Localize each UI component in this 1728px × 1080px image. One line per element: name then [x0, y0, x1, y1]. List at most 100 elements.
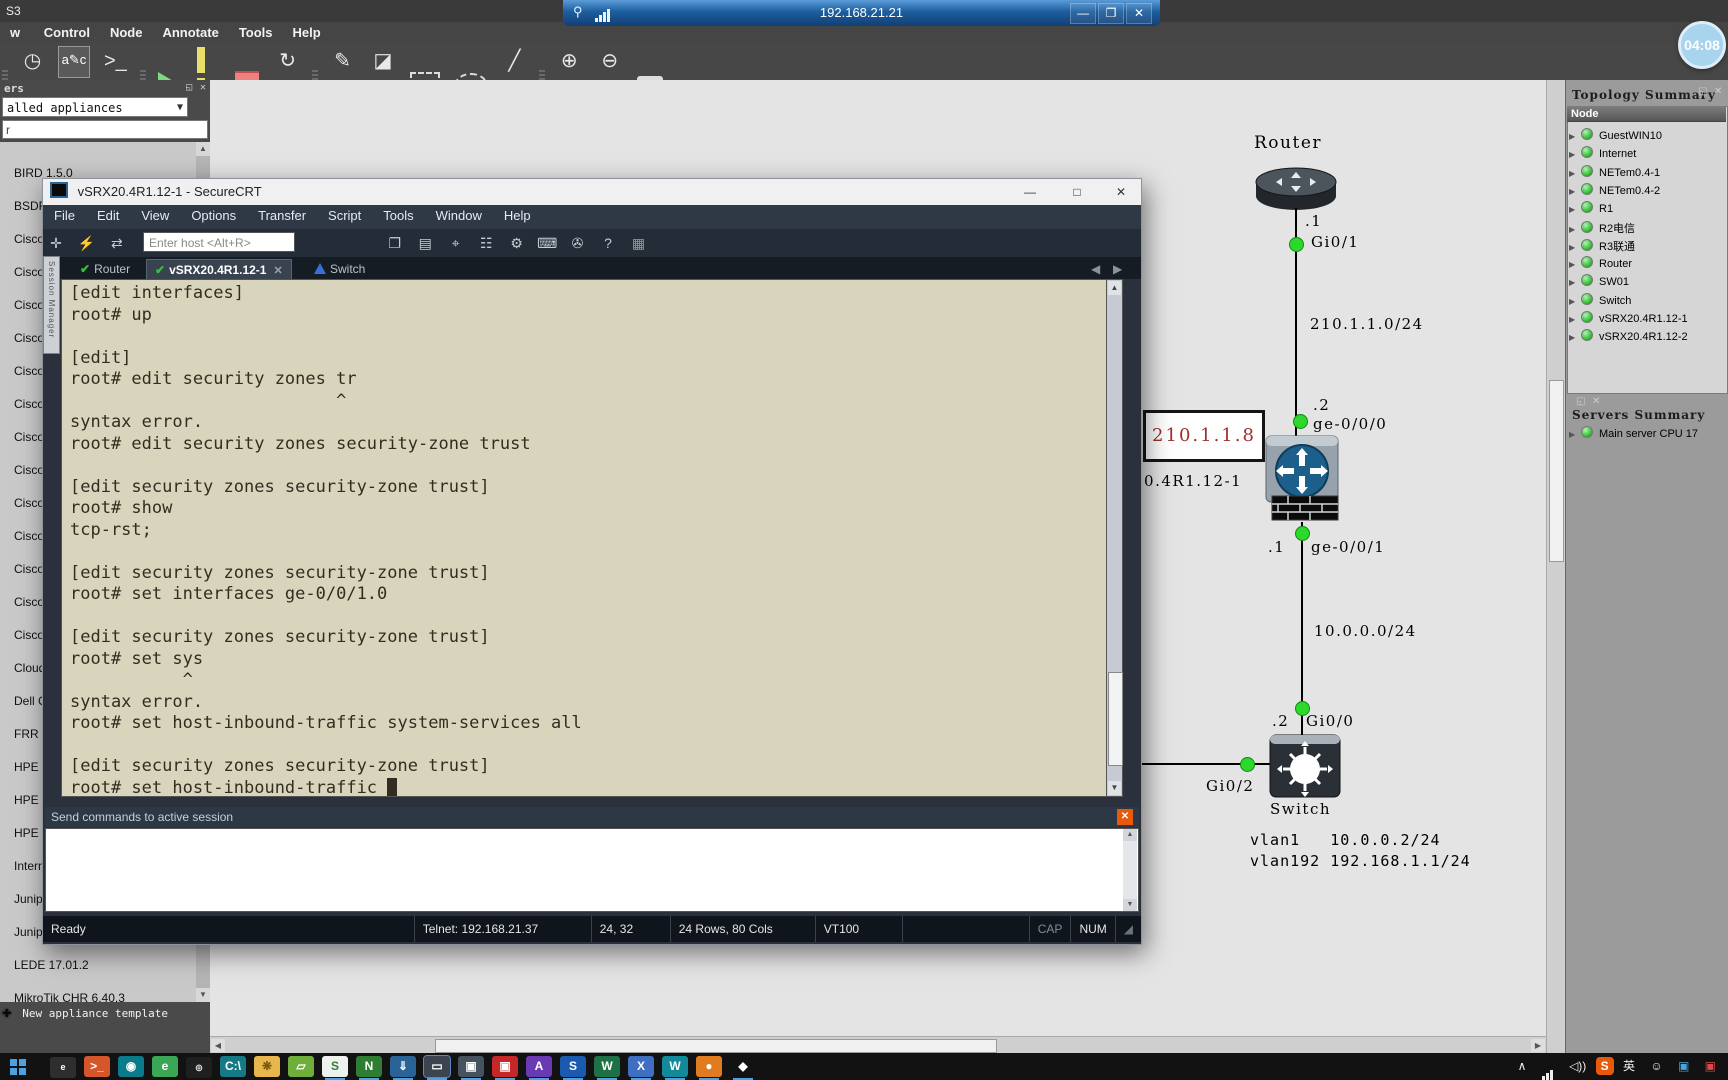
topology-node-row[interactable]: ▶NETem0.4-2 [1569, 182, 1660, 201]
taskbar-rdp-icon[interactable]: ▭ [423, 1055, 451, 1080]
firewall-node-icon[interactable] [1264, 434, 1344, 524]
list-item[interactable]: HPE V [14, 826, 51, 840]
expand-arrow-icon[interactable]: ▶ [1569, 260, 1576, 270]
list-item[interactable]: Cisco [14, 562, 45, 576]
securecrt-menu-item[interactable]: Options [191, 208, 237, 223]
resize-grip[interactable]: ◢ [1114, 916, 1141, 942]
securecrt-menu-item[interactable]: View [141, 208, 170, 223]
securecrt-window[interactable]: vSRX20.4R1.12-1 - SecureCRT — □ ✕ File Ed… [42, 178, 1142, 945]
taskbar-opensuse-icon[interactable]: S [322, 1056, 348, 1080]
node-column-header[interactable]: Node [1567, 106, 1726, 122]
canvas-horizontal-scrollbar[interactable]: ◀ ▶ [210, 1036, 1546, 1054]
list-item[interactable]: BSDR [14, 199, 48, 213]
list-item[interactable]: Dell C [14, 694, 47, 708]
close-button[interactable]: ✕ [1115, 185, 1127, 199]
taskbar-app-icon[interactable]: ❋ [254, 1056, 280, 1077]
help-icon[interactable]: ? [604, 235, 612, 251]
host-input[interactable]: Enter host <Alt+R> [143, 232, 295, 252]
link-router-firewall[interactable] [1295, 208, 1297, 436]
terminal-scrollbar[interactable]: ▲ ▼ [1106, 279, 1123, 797]
list-item[interactable]: Cisco [14, 364, 45, 378]
topology-node-row[interactable]: ▶Switch [1569, 292, 1631, 311]
list-item[interactable]: Junipe [14, 892, 50, 906]
taskbar-acrobat-icon[interactable]: A [526, 1056, 552, 1080]
label-tool-icon[interactable]: a✎c [57, 46, 90, 78]
taskbar-chrome-icon[interactable]: ◎ [186, 1057, 212, 1078]
taskbar-ubuntu-icon[interactable]: ◉ [118, 1056, 144, 1077]
topology-node-row[interactable]: ▶GuestWIN10 [1569, 128, 1662, 146]
expand-arrow-icon[interactable]: ▶ [1569, 242, 1576, 252]
scroll-down-icon[interactable]: ▼ [196, 988, 210, 1002]
list-item[interactable]: Cisco [14, 430, 45, 444]
tab-router[interactable]: ✔Router [80, 262, 131, 276]
list-item[interactable]: Cisco [14, 496, 45, 510]
scroll-left-icon[interactable]: ◀ [211, 1039, 225, 1052]
terminal[interactable]: [edit interfaces] root# up [edit] root# … [61, 279, 1123, 798]
taskbar-edge-icon[interactable]: e [152, 1056, 178, 1077]
line-tool-icon[interactable]: ╱ [508, 50, 521, 72]
sogou-input-icon[interactable]: S [1595, 1057, 1614, 1075]
tab-vsrx[interactable]: ✔vSRX20.4R1.12-1✕ [146, 259, 292, 279]
keymap-icon[interactable]: ⌨ [537, 235, 558, 251]
network-icon[interactable] [1541, 1053, 1554, 1080]
print-icon[interactable]: ☷ [479, 235, 493, 251]
pin-icon[interactable]: ⚲ [573, 4, 583, 19]
annotation-note[interactable]: 210.1.1.8 [1143, 410, 1265, 462]
list-item[interactable]: Cisco [14, 331, 45, 345]
list-item[interactable]: FRR V [14, 727, 50, 741]
pause-button[interactable] [196, 47, 219, 104]
tray-expand-icon[interactable]: ∧ [1517, 1059, 1527, 1073]
topology-node-row[interactable]: ▶Router [1569, 256, 1632, 274]
reload-icon[interactable]: ↻ [279, 50, 296, 72]
expand-arrow-icon[interactable]: ▶ [1569, 296, 1576, 306]
list-item[interactable]: Cisco [14, 628, 45, 642]
note-tool-icon[interactable]: ✎ [334, 50, 351, 72]
tab-scroll-right-icon[interactable]: ▶ [1113, 262, 1123, 276]
session-manager-icon[interactable]: ✛ [50, 235, 62, 251]
list-item[interactable]: Junipe [14, 925, 50, 939]
securecrt-menu-item[interactable]: Edit [96, 208, 120, 223]
quick-connect-icon[interactable]: ⚡ [77, 235, 96, 251]
tray-icon[interactable]: ▣ [1704, 1059, 1716, 1073]
maximize-button[interactable]: □ [1073, 185, 1081, 199]
dock-close-icon[interactable]: ✕ [200, 82, 207, 93]
snapshot-clock-icon[interactable]: ◷ [23, 50, 42, 72]
start-button[interactable] [10, 1059, 26, 1075]
zoom-in-icon[interactable]: ⊕ [560, 50, 578, 72]
topology-node-row[interactable]: ▶vSRX20.4R1.12-1 [1569, 311, 1688, 329]
list-item[interactable]: Intern [14, 859, 45, 873]
menu-fragment[interactable]: w [10, 25, 21, 40]
gns3-menu-item[interactable]: Tools [238, 25, 273, 40]
console-icon[interactable]: >_ [103, 50, 127, 72]
send-bar-close-icon[interactable]: ✕ [1117, 809, 1133, 825]
canvas-vertical-scrollbar[interactable] [1546, 80, 1565, 1053]
expand-arrow-icon[interactable]: ▶ [1569, 430, 1576, 439]
link-firewall-switch[interactable] [1301, 522, 1303, 736]
list-item[interactable]: Cloud [14, 661, 46, 675]
list-item[interactable]: Cisco [14, 595, 45, 609]
list-item[interactable]: MikroTik CHR 6.40.3 [14, 991, 125, 1002]
scroll-up-icon[interactable]: ▲ [1123, 829, 1137, 841]
securecrt-title-bar[interactable]: vSRX20.4R1.12-1 - SecureCRT — □ ✕ [43, 179, 1141, 205]
switch-node-icon[interactable] [1268, 733, 1342, 801]
scroll-down-icon[interactable]: ▼ [1108, 781, 1121, 795]
dock-close-icon[interactable]: ✕ [1714, 86, 1723, 97]
expand-arrow-icon[interactable]: ▶ [1569, 224, 1576, 234]
copy-icon[interactable]: ❐ [388, 235, 402, 251]
image-tool-icon[interactable]: ◪ [373, 50, 393, 72]
rdp-restore-button[interactable]: ❐ [1098, 3, 1124, 24]
taskbar-terminal-icon[interactable]: >_ [84, 1056, 110, 1077]
rdp-connection-bar[interactable]: ⚲ 192.168.21.21 — ❐ ✕ [563, 0, 1160, 26]
router-node-icon[interactable] [1252, 160, 1340, 212]
firewall-node-label[interactable]: 20.4R1.12-1 [1133, 472, 1243, 490]
gns3-menu-item[interactable]: Node [109, 25, 143, 40]
list-item[interactable]: Cisco [14, 397, 45, 411]
gns3-menu-item[interactable]: Help [292, 25, 321, 40]
gns3-menu-item[interactable]: Annotate [162, 25, 219, 40]
switch-node-label[interactable]: Switch [1270, 800, 1332, 818]
appliance-search-input[interactable]: r [2, 120, 208, 139]
taskbar-app2-icon[interactable]: ● [696, 1056, 722, 1080]
taskbar-folder-icon[interactable]: ▱ [288, 1056, 314, 1077]
securecrt-menu-item[interactable]: File [54, 208, 75, 223]
smiley-tray-icon[interactable]: ☺ [1650, 1059, 1663, 1073]
